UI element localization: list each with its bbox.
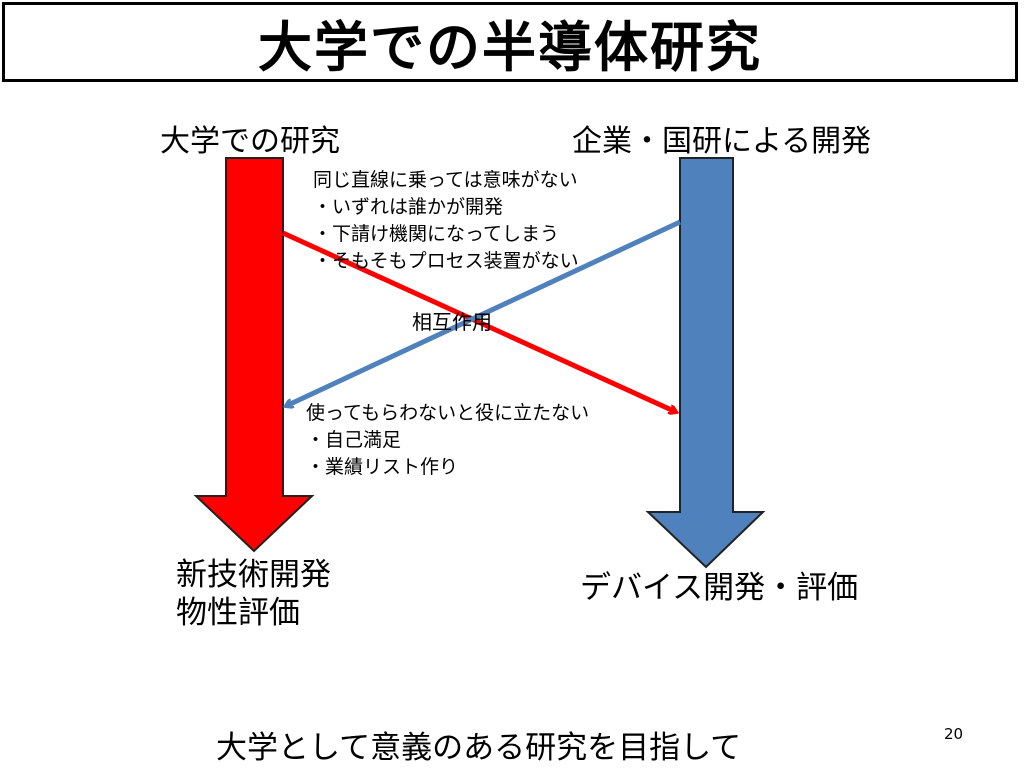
- left-outcome-line: 物性評価: [176, 595, 300, 631]
- red-diagonal-arrow: [281, 230, 676, 412]
- right-outcome: デバイス開発・評価: [580, 570, 859, 606]
- interaction-label: 相互作用: [412, 310, 492, 334]
- page-number: 20: [944, 725, 964, 743]
- left-outcome-line: 新技術開発: [176, 557, 331, 593]
- lower-note-bullet: ・自己満足: [306, 429, 402, 451]
- left-column-heading: 大学での研究: [160, 124, 340, 159]
- conclusion-text: 大学として意義のある研究を目指して: [216, 730, 742, 766]
- upper-note-bullet: ・いずれは誰かが開発: [313, 196, 504, 218]
- lower-note-title: 使ってもらわないと役に立たない: [306, 402, 590, 424]
- red-down-arrow: [193, 157, 315, 553]
- blue-down-arrow: [645, 157, 766, 569]
- upper-note-bullet: ・下請け機関になってしまう: [313, 223, 560, 245]
- lower-note-bullet: ・業績リスト作り: [306, 456, 459, 478]
- title-box: 大学での半導体研究: [2, 2, 1018, 82]
- upper-note-title: 同じ直線に乗っては意味がない: [313, 169, 578, 191]
- blue-diagonal-arrow: [286, 219, 682, 406]
- upper-note: 同じ直線に乗っては意味がない ・いずれは誰かが開発 ・下請け機関になってしまう …: [313, 167, 579, 275]
- right-column-heading: 企業・国研による開発: [572, 124, 872, 159]
- slide-title: 大学での半導体研究: [258, 15, 762, 79]
- lower-note: 使ってもらわないと役に立たない ・自己満足 ・業績リスト作り: [306, 400, 589, 481]
- upper-note-bullet: ・そもそもプロセス装置がない: [313, 250, 579, 272]
- left-outcome: 新技術開発 物性評価: [176, 556, 331, 632]
